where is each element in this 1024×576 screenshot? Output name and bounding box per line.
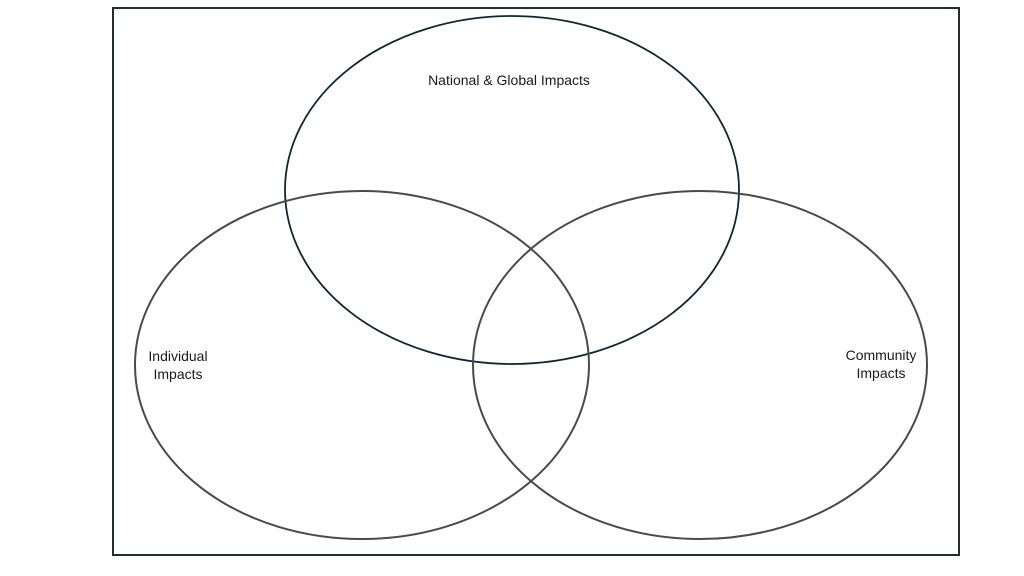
label-individual-line1: Individual: [148, 348, 208, 364]
label-community-impacts: Community Impacts: [831, 346, 931, 382]
circle-national-global: [284, 15, 740, 365]
diagram-frame: [112, 7, 960, 556]
label-national-global-text: National & Global Impacts: [428, 72, 590, 88]
label-community-line1: Community: [845, 347, 917, 363]
circle-community: [472, 190, 928, 540]
label-individual-line2: Impacts: [153, 366, 203, 382]
label-national-global-impacts: National & Global Impacts: [409, 71, 609, 89]
label-community-line2: Impacts: [856, 365, 906, 381]
circle-individual: [134, 190, 590, 540]
label-individual-impacts: Individual Impacts: [128, 347, 228, 383]
